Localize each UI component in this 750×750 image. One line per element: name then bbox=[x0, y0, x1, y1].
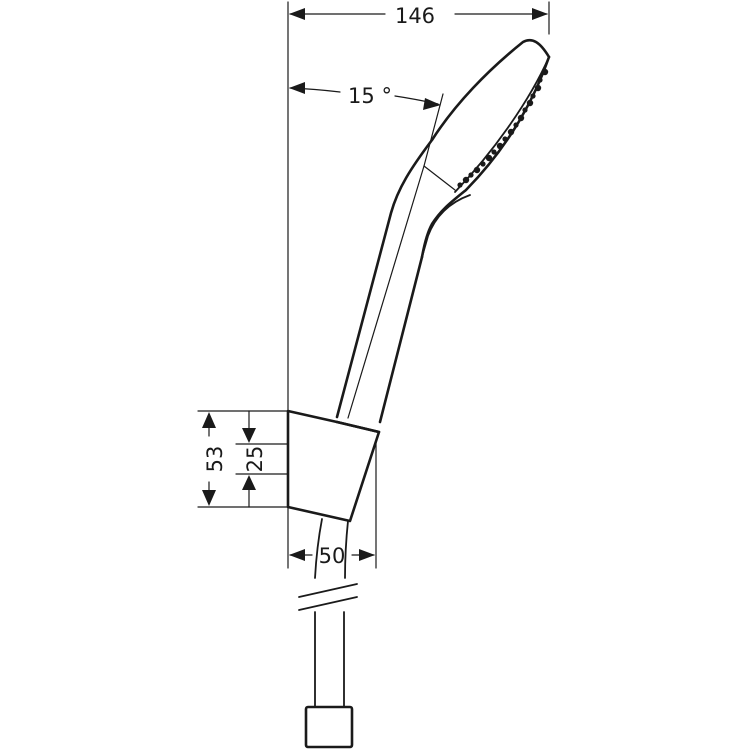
dimension-holder-height: 53 bbox=[202, 412, 227, 506]
dimension-label-146: 146 bbox=[395, 4, 435, 28]
dimension-angle: 15 ° bbox=[289, 82, 441, 110]
dimension-label-angle: 15 ° bbox=[348, 84, 392, 108]
wall-holder bbox=[286, 409, 381, 523]
shower-hose bbox=[298, 518, 358, 749]
dimension-holder-inner: 25 bbox=[242, 410, 267, 508]
dimension-label-25: 25 bbox=[243, 446, 267, 473]
nozzle-dots bbox=[457, 68, 549, 188]
dimension-total-width: 146 bbox=[289, 4, 548, 28]
hand-shower bbox=[335, 38, 551, 424]
dimension-label-50: 50 bbox=[319, 544, 346, 568]
dimension-label-53: 53 bbox=[203, 446, 227, 473]
dimension-holder-width: 50 bbox=[289, 544, 375, 568]
